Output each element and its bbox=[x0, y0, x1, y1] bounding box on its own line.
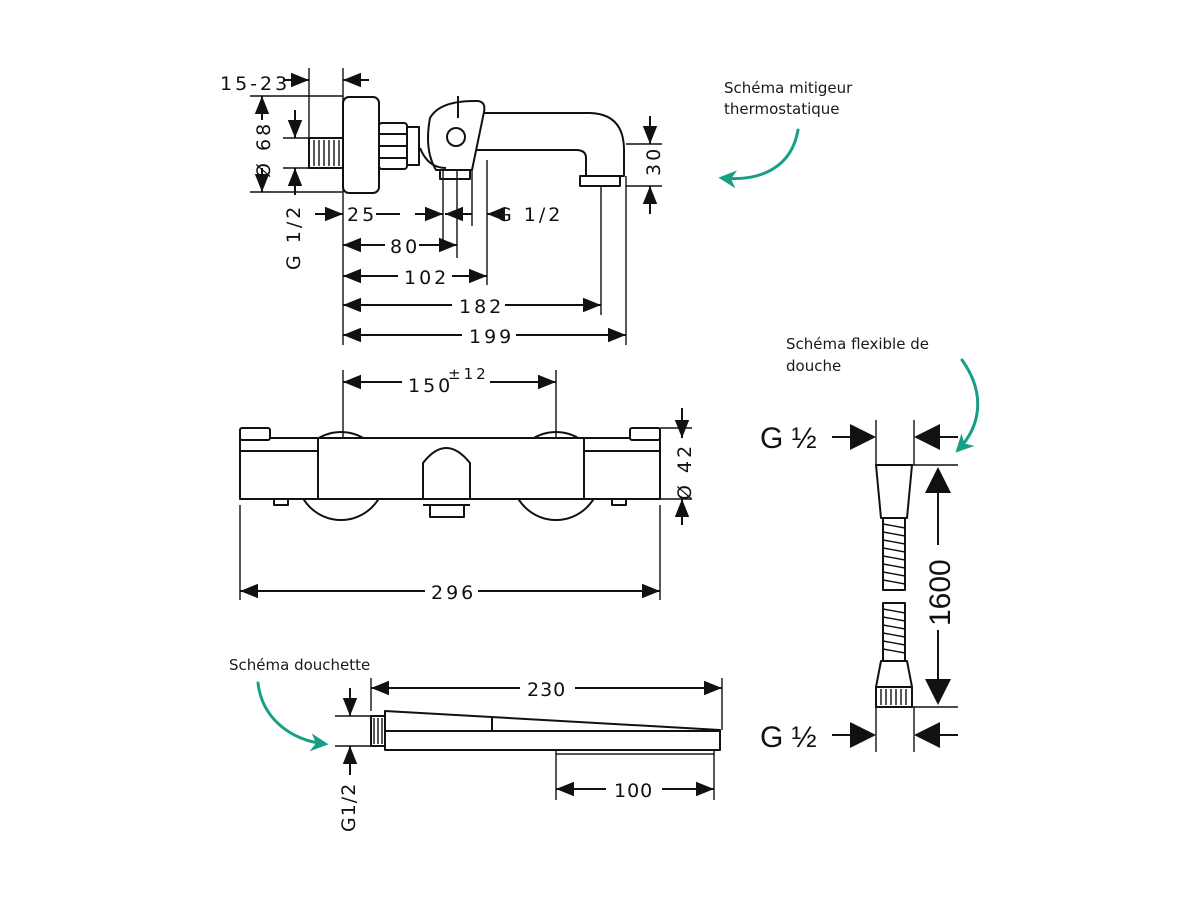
spout-aerator bbox=[579, 175, 621, 187]
dim-25: 25 bbox=[347, 204, 377, 226]
hose-bottom-connection-label: G ½ bbox=[760, 721, 817, 754]
dim-15-23: 15-23 bbox=[220, 73, 290, 95]
outlet-connector bbox=[439, 169, 471, 180]
dim-150: 150 bbox=[408, 375, 453, 397]
caption-mitigeur-line2: thermostatique bbox=[724, 100, 840, 118]
nut-collar bbox=[406, 126, 420, 166]
hose-top-cone bbox=[875, 464, 913, 519]
right-end-cap bbox=[629, 427, 661, 441]
hose-length-arrow-up-icon bbox=[925, 467, 951, 493]
dim-diam-42: Ø 42 bbox=[674, 443, 696, 500]
caption-mitigeur: Schéma mitigeur thermostatique bbox=[724, 79, 853, 118]
dim-g12-mid: G 1/2 bbox=[497, 204, 563, 226]
left-end-cap bbox=[239, 427, 271, 441]
hose-length-arrow-down-icon bbox=[925, 679, 951, 705]
center-outlet bbox=[422, 447, 471, 500]
dim-199: 199 bbox=[469, 326, 514, 348]
hose-top-arrow-left-icon bbox=[850, 424, 876, 450]
dim-80: 80 bbox=[390, 236, 420, 258]
handshower-length-label: 230 bbox=[527, 679, 566, 701]
dim-102: 102 bbox=[404, 267, 449, 289]
hose-length-label: 1600 bbox=[924, 559, 957, 626]
hose-bottom-arrow-left-icon bbox=[850, 722, 876, 748]
handle-knob bbox=[446, 127, 466, 147]
hose-upper bbox=[882, 517, 906, 591]
right-foot bbox=[611, 498, 627, 506]
connector-thread bbox=[313, 140, 340, 166]
caption-mitigeur-line1: Schéma mitigeur bbox=[724, 79, 853, 97]
hose-top-arrow-right-icon bbox=[914, 424, 940, 450]
dim-150-tolerance: ±12 bbox=[448, 365, 489, 383]
caption-douchette: Schéma douchette bbox=[229, 656, 370, 674]
dim-30: 30 bbox=[643, 146, 665, 176]
hose-view: G ½ G ½ 1600 bbox=[760, 420, 958, 754]
hose-bottom-arrow-right-icon bbox=[914, 722, 940, 748]
handshower-head-label: 100 bbox=[614, 780, 653, 802]
front-view: 150 ±12 Ø 42 296 bbox=[239, 365, 696, 604]
hose-bottom-nut bbox=[875, 686, 913, 708]
caption-mitigeur-arrow-icon bbox=[718, 128, 800, 189]
dim-296: 296 bbox=[431, 582, 476, 604]
hose-top-connection-label: G ½ bbox=[760, 422, 817, 455]
caption-flexible-arrow-icon bbox=[955, 358, 980, 453]
dim-182: 182 bbox=[459, 296, 504, 318]
caption-flexible: Schéma flexible de douche bbox=[786, 335, 929, 375]
caption-flexible-line2: douche bbox=[786, 357, 841, 375]
handshower-spray-face bbox=[555, 749, 715, 755]
caption-flexible-line1: Schéma flexible de bbox=[786, 335, 929, 353]
handshower-view: 230 100 G1/2 bbox=[335, 678, 723, 832]
left-foot bbox=[273, 498, 289, 506]
center-outlet-connector bbox=[429, 504, 465, 518]
dim-diam-68: Ø 68 bbox=[253, 121, 275, 178]
hose-bottom-cone bbox=[875, 660, 913, 688]
dim-g12-left: G 1/2 bbox=[283, 204, 305, 270]
side-view: 15-23 Ø 68 G 1/2 25 G 1/2 80 102 182 bbox=[220, 68, 665, 348]
caption-douchette-arrow-icon bbox=[256, 681, 329, 752]
escutcheon bbox=[342, 96, 380, 194]
handshower-connection-label: G1/2 bbox=[338, 783, 360, 832]
